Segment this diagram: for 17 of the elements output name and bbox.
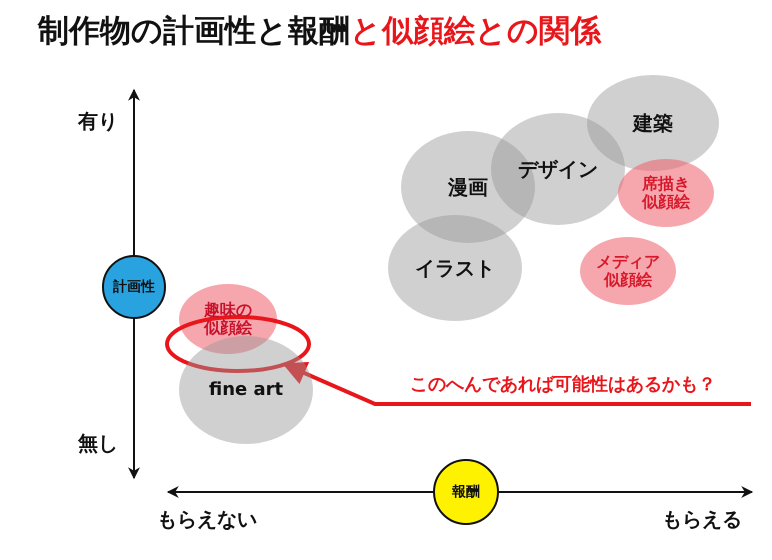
axis-end-label: もらえる xyxy=(662,506,742,533)
axis-end-label: 無し xyxy=(78,430,118,457)
axis-title: 計画性 xyxy=(113,278,155,296)
category-label: 席描き似顔絵 xyxy=(642,174,690,212)
category-label: イラスト xyxy=(415,256,495,280)
category-label: 建築 xyxy=(633,112,673,134)
diagram-title: 制作物の計画性と報酬と似顔絵との関係 xyxy=(38,12,601,51)
axis-end-label: もらえない xyxy=(157,506,257,533)
axis-title: 報酬 xyxy=(452,484,480,500)
category-label: fine art xyxy=(208,380,284,400)
category-label: メディア似顔絵 xyxy=(595,252,661,290)
callout-text: このへんであれば可能性はあるかも？ xyxy=(410,374,716,396)
category-label: 趣味の似顔絵 xyxy=(204,300,252,338)
category-label: 漫画 xyxy=(448,176,488,198)
category-label: デザイン xyxy=(518,158,598,180)
axis-end-label: 有り xyxy=(78,108,118,135)
callout-arrow xyxy=(282,362,751,406)
